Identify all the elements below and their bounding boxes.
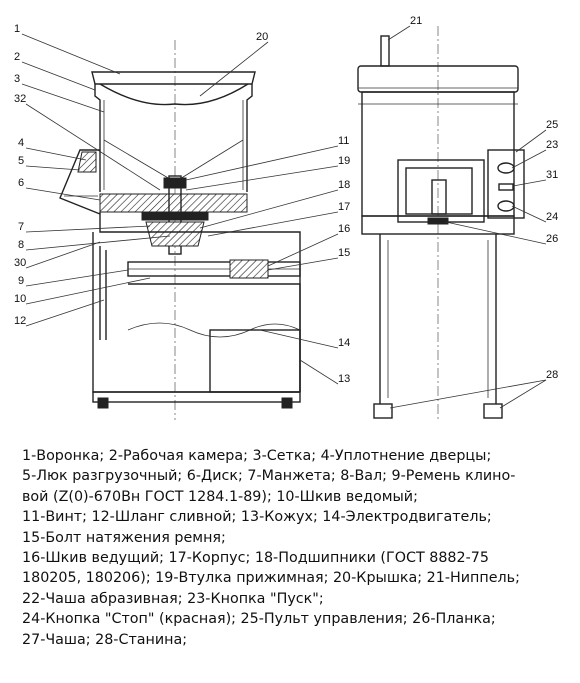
callout-11: 11 [338,135,349,147]
callout-2: 2 [14,51,20,63]
callout-26: 26 [546,233,558,245]
callout-18: 18 [338,179,350,191]
callout-7: 7 [18,221,24,233]
callout-24: 24 [546,211,558,223]
legend-line: 15-Болт натяжения ремня; [22,529,226,546]
callout-5: 5 [18,155,24,167]
callout-8: 8 [18,239,24,251]
callout-19: 19 [338,155,350,167]
callout-21: 21 [410,15,422,27]
callout-31: 31 [546,169,558,181]
callout-13: 13 [338,373,350,385]
legend-line: 24-Кнопка "Стоп" (красная); 25-Пульт упр… [22,611,496,628]
callout-15: 15 [338,247,350,259]
front-view [357,26,525,420]
callout-20: 20 [256,31,268,43]
callout-1: 1 [14,23,20,35]
legend-line: 27-Чаша; 28-Станина; [22,631,188,648]
legend-list: 1-Воронка; 2-Рабочая камера; 3-Сетка; 4-… [22,446,562,650]
callout-28: 28 [546,369,558,381]
legend-line: 16-Шкив ведущий; 17-Корпус; 18-Подшипник… [22,550,489,567]
callout-9: 9 [18,275,24,287]
callout-32: 32 [14,93,26,105]
callout-10: 10 [14,293,26,305]
legend-line: 180205, 180206); 19-Втулка прижимная; 20… [22,570,520,587]
left-callouts: 1 2 3 32 4 5 6 7 8 30 9 10 12 20 11 19 1… [14,23,350,385]
legend-line: 5-Люк разгрузочный; 6-Диск; 7-Манжета; 8… [22,468,516,485]
callout-4: 4 [18,137,24,149]
callout-30: 30 [14,257,26,269]
callout-14: 14 [338,337,350,349]
right-callouts: 21 25 23 31 24 26 28 [387,15,558,409]
callout-16: 16 [338,223,350,235]
legend-line: 11-Винт; 12-Шланг сливной; 13-Кожух; 14-… [22,509,492,526]
legend-line: 1-Воронка; 2-Рабочая камера; 3-Сетка; 4-… [22,448,492,464]
callout-23: 23 [546,139,558,151]
callout-17: 17 [338,201,350,213]
callout-6: 6 [18,177,24,189]
machine-drawing: 1 2 3 32 4 5 6 7 8 30 9 10 12 20 11 19 1… [14,15,558,420]
callout-12: 12 [14,315,26,327]
section-view [59,40,301,420]
legend-line: 22-Чаша абразивная; 23-Кнопка "Пуск"; [22,590,324,607]
legend-line: вой (Z(0)-670Вн ГОСТ 1284.1-89); 10-Шкив… [22,488,418,505]
callout-3: 3 [14,73,20,85]
callout-25: 25 [546,119,558,131]
